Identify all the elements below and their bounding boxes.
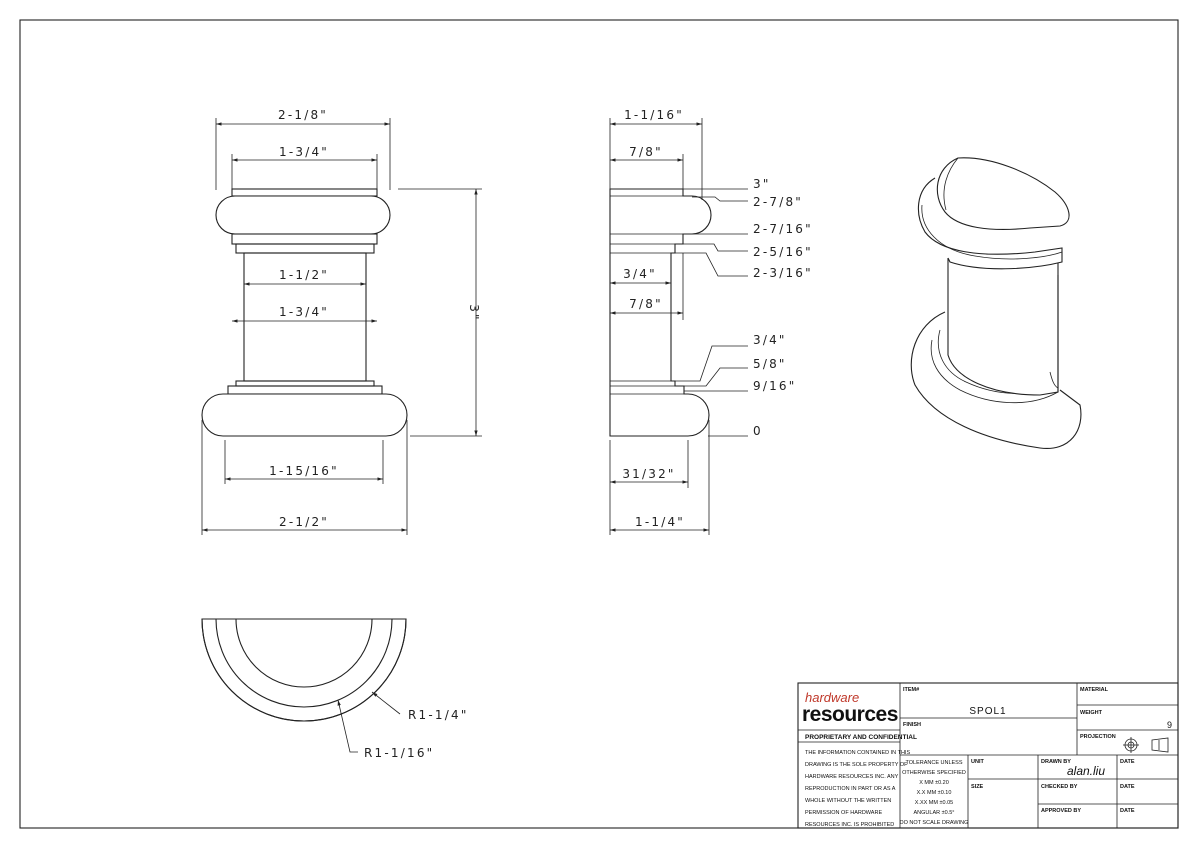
material-label: MATERIAL: [1080, 687, 1109, 693]
tolerance-line-6: ANGULAR ±0.5°: [914, 810, 955, 816]
proprietary-heading: PROPRIETARY AND CONFIDENTIAL: [805, 734, 917, 741]
height-label-3: 2-7/16": [753, 222, 813, 236]
height-label-5: 2-3/16": [753, 266, 813, 280]
tolerance-line-5: X.XX MM ±0.05: [915, 800, 953, 806]
weight-value: 9: [1167, 720, 1172, 730]
dim-base-width: 2-1/2": [279, 515, 329, 529]
side-view: 1-1/16" 7/8" 3/4" 7/8" 31/32" 1-1/4" 3": [609, 108, 813, 535]
dim-shaft-depth: 3/4": [623, 267, 657, 281]
title-block: hardware resources PROPRIETARY AND CONFI…: [797, 682, 1179, 829]
height-label-2: 2-7/8": [753, 195, 803, 209]
item-value: SPOL1: [969, 706, 1006, 717]
dim-base-inner-depth: 31/32": [622, 467, 675, 481]
dim-cap-depth: 7/8": [629, 145, 663, 159]
weight-label: WEIGHT: [1080, 710, 1103, 716]
projection-label: PROJECTION: [1080, 734, 1116, 740]
dim-overall-height: 3": [467, 304, 481, 322]
proprietary-line-3: HARDWARE RESOURCES INC. ANY: [805, 774, 899, 780]
unit-label: UNIT: [971, 759, 984, 765]
projection-symbol-icon: [1123, 737, 1169, 753]
date-label-2: DATE: [1120, 784, 1135, 790]
height-label-8: 9/16": [753, 379, 796, 393]
tolerance-line-2: OTHERWISE SPECIFIED: [902, 770, 966, 776]
proprietary-line-5: WHOLE WITHOUT THE WRITTEN: [805, 798, 891, 804]
tolerance-line-3: X MM ±0.20: [919, 780, 949, 786]
dim-inner-radius: R1-1/16": [364, 746, 434, 760]
approved-by-label: APPROVED BY: [1041, 808, 1081, 814]
dim-shaft-depth-lower: 7/8": [629, 297, 663, 311]
date-label-3: DATE: [1120, 808, 1135, 814]
item-label: ITEM#: [903, 687, 919, 693]
height-label-9: 0: [753, 424, 763, 438]
drawn-by-label: DRAWN BY: [1041, 759, 1071, 765]
date-label-1: DATE: [1120, 759, 1135, 765]
dim-top-depth: 1-1/16": [624, 108, 684, 122]
proprietary-line-2: DRAWING IS THE SOLE PROPERTY OF: [805, 762, 908, 768]
dim-cap-width: 1-3/4": [279, 145, 329, 159]
proprietary-line-1: THE INFORMATION CONTAINED IN THIS: [805, 750, 910, 756]
drawn-by-value: alan.liu: [1067, 764, 1105, 778]
sheet-border: [19, 19, 1179, 829]
logo-bottom-text: resources: [802, 703, 898, 726]
dim-top-width: 2-1/8": [278, 108, 328, 122]
dim-base-inner-width: 1-15/16": [269, 464, 339, 478]
logo-top-text: hardware: [805, 690, 859, 705]
proprietary-line-6: PERMISSION OF HARDWARE: [805, 810, 882, 816]
tolerance-line-4: X.X MM ±0.10: [917, 790, 952, 796]
height-label-7: 5/8": [753, 357, 787, 371]
dim-outer-radius: R1-1/4": [408, 708, 469, 722]
height-label-4: 2-5/16": [753, 245, 813, 259]
dim-base-depth: 1-1/4": [635, 515, 685, 529]
proprietary-line-7: RESOURCES INC. IS PROHIBITED: [805, 822, 894, 828]
dim-shaft-width-lower: 1-3/4": [279, 305, 329, 319]
proprietary-line-4: REPRODUCTION IN PART OR AS A: [805, 786, 896, 792]
dim-shaft-width: 1-1/2": [279, 268, 329, 282]
height-label-1: 3": [753, 177, 771, 191]
top-view: R1-1/4" R1-1/16": [201, 618, 469, 760]
front-view: 2-1/8" 1-3/4" 1-1/2" 1-3/4" 3" 1-15/16" …: [201, 108, 482, 535]
tolerance-line-7: DO NOT SCALE DRAWING: [900, 820, 969, 826]
isometric-view: [910, 157, 1082, 449]
finish-label: FINISH: [903, 722, 921, 728]
size-label: SIZE: [971, 784, 984, 790]
height-label-6: 3/4": [753, 333, 787, 347]
tolerance-line-1: TOLERANCE UNLESS: [905, 760, 962, 766]
checked-by-label: CHECKED BY: [1041, 784, 1078, 790]
